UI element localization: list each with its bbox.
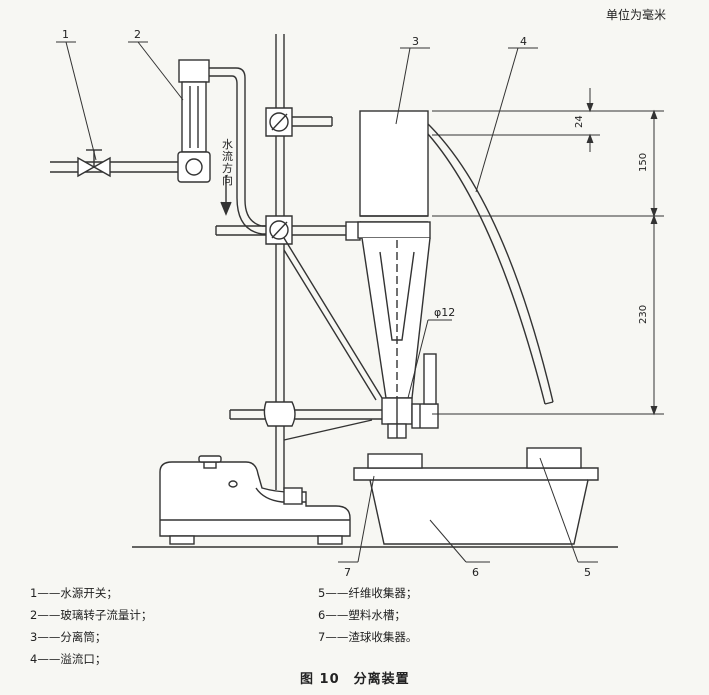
shot-collector — [367, 453, 423, 469]
outlet-assembly — [381, 353, 439, 439]
water-valve — [77, 149, 111, 178]
dimension-lines — [407, 88, 664, 416]
water-trough — [353, 467, 599, 545]
dim-phi12: φ12 — [434, 306, 455, 319]
lower-clamp — [229, 401, 384, 427]
legend-item-6: 6——塑料水槽； — [318, 608, 406, 622]
leader-lines — [56, 41, 598, 563]
separator-cylinder — [357, 110, 431, 239]
legend-item-4: 4——溢流口； — [30, 652, 107, 666]
flow-label-3: 方 — [222, 161, 233, 175]
callout-2: 2 — [134, 28, 141, 41]
legend-item-2: 2——玻璃转子流量计； — [30, 608, 153, 622]
legend-item-7: 7——渣球收集器。 — [318, 630, 418, 644]
callout-6: 6 — [472, 566, 479, 579]
callout-4: 4 — [520, 35, 527, 48]
callout-7: 7 — [344, 566, 351, 579]
flow-direction-arrow — [220, 175, 232, 216]
dim-230: 230 — [638, 305, 649, 324]
legend-item-5: 5——纤维收集器； — [318, 586, 418, 600]
fiber-collector — [526, 447, 582, 469]
middle-clamp — [215, 215, 362, 245]
rotor-flowmeter — [177, 59, 211, 183]
inlet-pipe — [50, 161, 180, 173]
diagonal-braces — [283, 237, 383, 441]
flow-label-4: 向 — [222, 173, 233, 187]
upper-clamp — [265, 107, 333, 137]
dim-150: 150 — [638, 153, 649, 172]
separator-cone — [361, 237, 431, 400]
legend-item-1: 1——水源开关； — [30, 586, 118, 600]
flow-label-1: 水 — [222, 138, 233, 151]
dim-24: 24 — [574, 115, 585, 128]
callout-5: 5 — [584, 566, 591, 579]
base-unit — [159, 455, 351, 545]
overflow-pipe — [427, 123, 554, 405]
supply-pipe — [209, 67, 272, 235]
flow-label-2: 流 — [222, 149, 233, 163]
figure-caption: 图 10 分离装置 — [300, 672, 410, 687]
unit-note: 单位为毫米 — [606, 8, 667, 22]
callout-3: 3 — [412, 35, 419, 48]
callout-1: 1 — [62, 28, 69, 41]
legend-item-3: 3——分离筒； — [30, 630, 107, 644]
